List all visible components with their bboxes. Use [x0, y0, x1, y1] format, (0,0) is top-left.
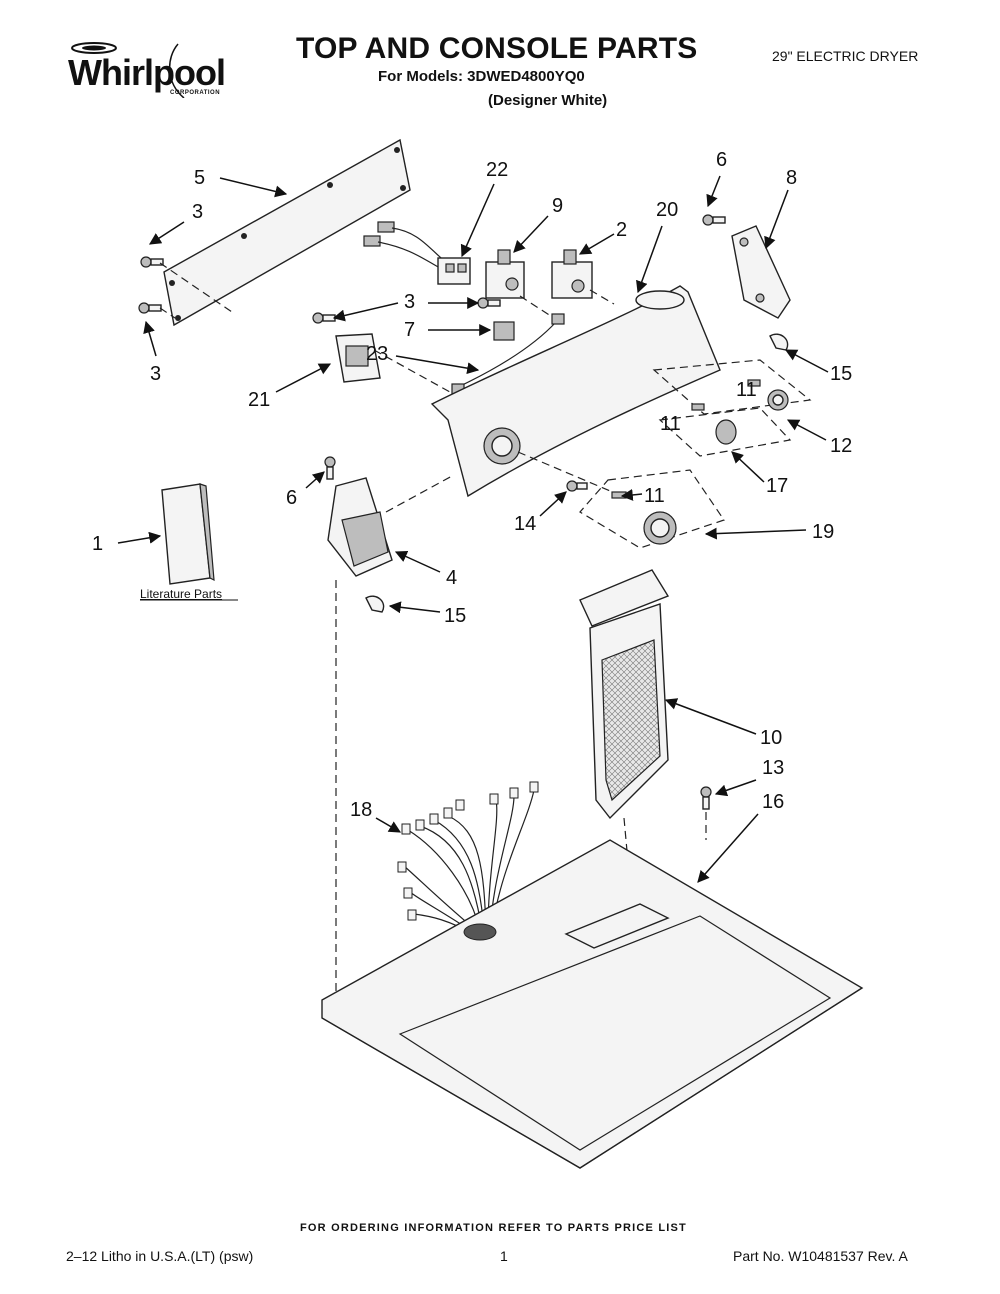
- callout-2: 2: [616, 219, 627, 241]
- logo-swirl-icon: [71, 42, 185, 99]
- callout-22: 22: [486, 159, 508, 181]
- logo-corporation: CORPORATION: [170, 90, 221, 96]
- product-type: 29" ELECTRIC DRYER: [772, 48, 919, 64]
- callout-19: 19: [812, 521, 834, 543]
- litho-info: 2–12 Litho in U.S.A.(LT) (psw): [66, 1248, 254, 1264]
- part-knob-12: [747, 379, 789, 411]
- callout-11: 11: [644, 485, 665, 507]
- callout-20: 20: [656, 199, 678, 221]
- model-variant: (Designer White): [488, 92, 608, 109]
- callout-11: 11: [736, 379, 757, 401]
- model-line: For Models: 3DWED4800YQ0: [378, 68, 585, 85]
- part-screw-6-top: [702, 214, 726, 226]
- callout-8: 8: [786, 167, 797, 189]
- part-screw-14: [566, 480, 588, 492]
- callout-4: 4: [446, 567, 457, 589]
- callout-21: 21: [248, 389, 270, 411]
- part-wire-harness-22: [363, 221, 471, 285]
- callout-5: 5: [194, 167, 205, 189]
- part-rear-panel: [163, 138, 411, 327]
- callout-3: 3: [404, 291, 415, 313]
- ordering-note: FOR ORDERING INFORMATION REFER TO PARTS …: [300, 1222, 687, 1234]
- callout-14: 14: [514, 513, 536, 535]
- page-title: TOP AND CONSOLE PARTS: [296, 32, 698, 65]
- callout-6: 6: [286, 487, 297, 509]
- callout-11: 11: [660, 413, 681, 435]
- part-console-20: [430, 285, 721, 498]
- part-screws-3: [138, 256, 501, 324]
- callout-3: 3: [192, 201, 203, 223]
- callout-18: 18: [350, 799, 372, 821]
- callout-23: 23: [366, 343, 388, 365]
- part-knob-19: [611, 491, 677, 545]
- callout-1: 1: [92, 533, 103, 555]
- callout-10: 10: [760, 727, 782, 749]
- part-bracket-21: [335, 333, 451, 393]
- part-end-cap-8: [731, 225, 791, 319]
- part-top-16: [321, 839, 864, 1169]
- callout-12: 12: [830, 435, 852, 457]
- part-connector-7: [493, 321, 515, 341]
- whirlpool-logo: Whirlpool CORPORATION: [66, 38, 226, 99]
- logo-wordmark: Whirlpool: [68, 52, 226, 93]
- part-lint-screen-10: [579, 569, 670, 863]
- part-screw-6-left: [324, 456, 337, 1000]
- part-screw-13: [700, 786, 712, 840]
- callout-15: 15: [444, 605, 466, 627]
- callout-3: 3: [150, 363, 161, 385]
- callout-16: 16: [762, 791, 784, 813]
- part-literature-1: [161, 483, 215, 585]
- callout-leaders: [117, 175, 829, 883]
- part-number: Part No. W10481537 Rev. A: [733, 1248, 908, 1264]
- callout-7: 7: [404, 319, 415, 341]
- part-knob-17: [691, 403, 737, 445]
- part-switch-2: [551, 249, 593, 299]
- callout-13: 13: [762, 757, 784, 779]
- page-number: 1: [500, 1248, 508, 1264]
- callout-17: 17: [766, 475, 788, 497]
- part-switch-9: [485, 249, 525, 299]
- callout-9: 9: [552, 195, 563, 217]
- part-clip-15: [365, 333, 789, 613]
- callout-15: 15: [830, 363, 852, 385]
- callout-6: 6: [716, 149, 727, 171]
- part-end-cap-4: [327, 475, 453, 577]
- literature-parts-label: Literature Parts: [140, 587, 222, 601]
